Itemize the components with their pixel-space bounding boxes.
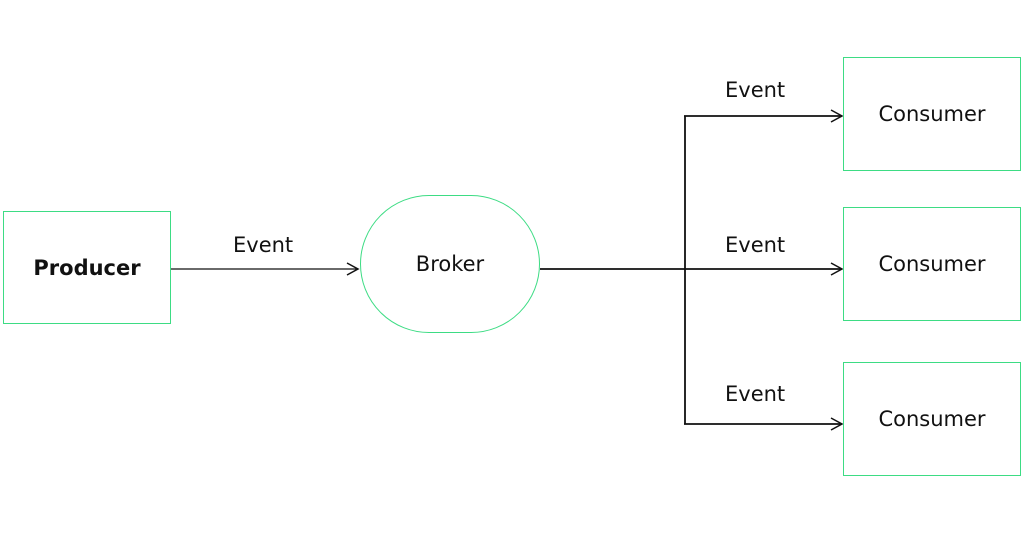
edge-label-consumer-3: Event	[725, 382, 786, 406]
edge-label-consumer-2: Event	[725, 233, 786, 257]
consumer-label-2: Consumer	[878, 252, 986, 276]
broker-node: Broker	[360, 195, 540, 333]
edge-label-consumer-1: Event	[725, 78, 786, 102]
broker-label: Broker	[415, 252, 485, 276]
edge-label-producer-broker: Event	[233, 233, 294, 257]
consumer-node-1: Consumer	[843, 57, 1021, 171]
consumer-node-2: Consumer	[843, 207, 1021, 321]
consumer-label-3: Consumer	[878, 407, 986, 431]
producer-label: Producer	[33, 255, 141, 280]
producer-node: Producer	[3, 211, 171, 324]
consumer-node-3: Consumer	[843, 362, 1021, 476]
consumer-label-1: Consumer	[878, 102, 986, 126]
